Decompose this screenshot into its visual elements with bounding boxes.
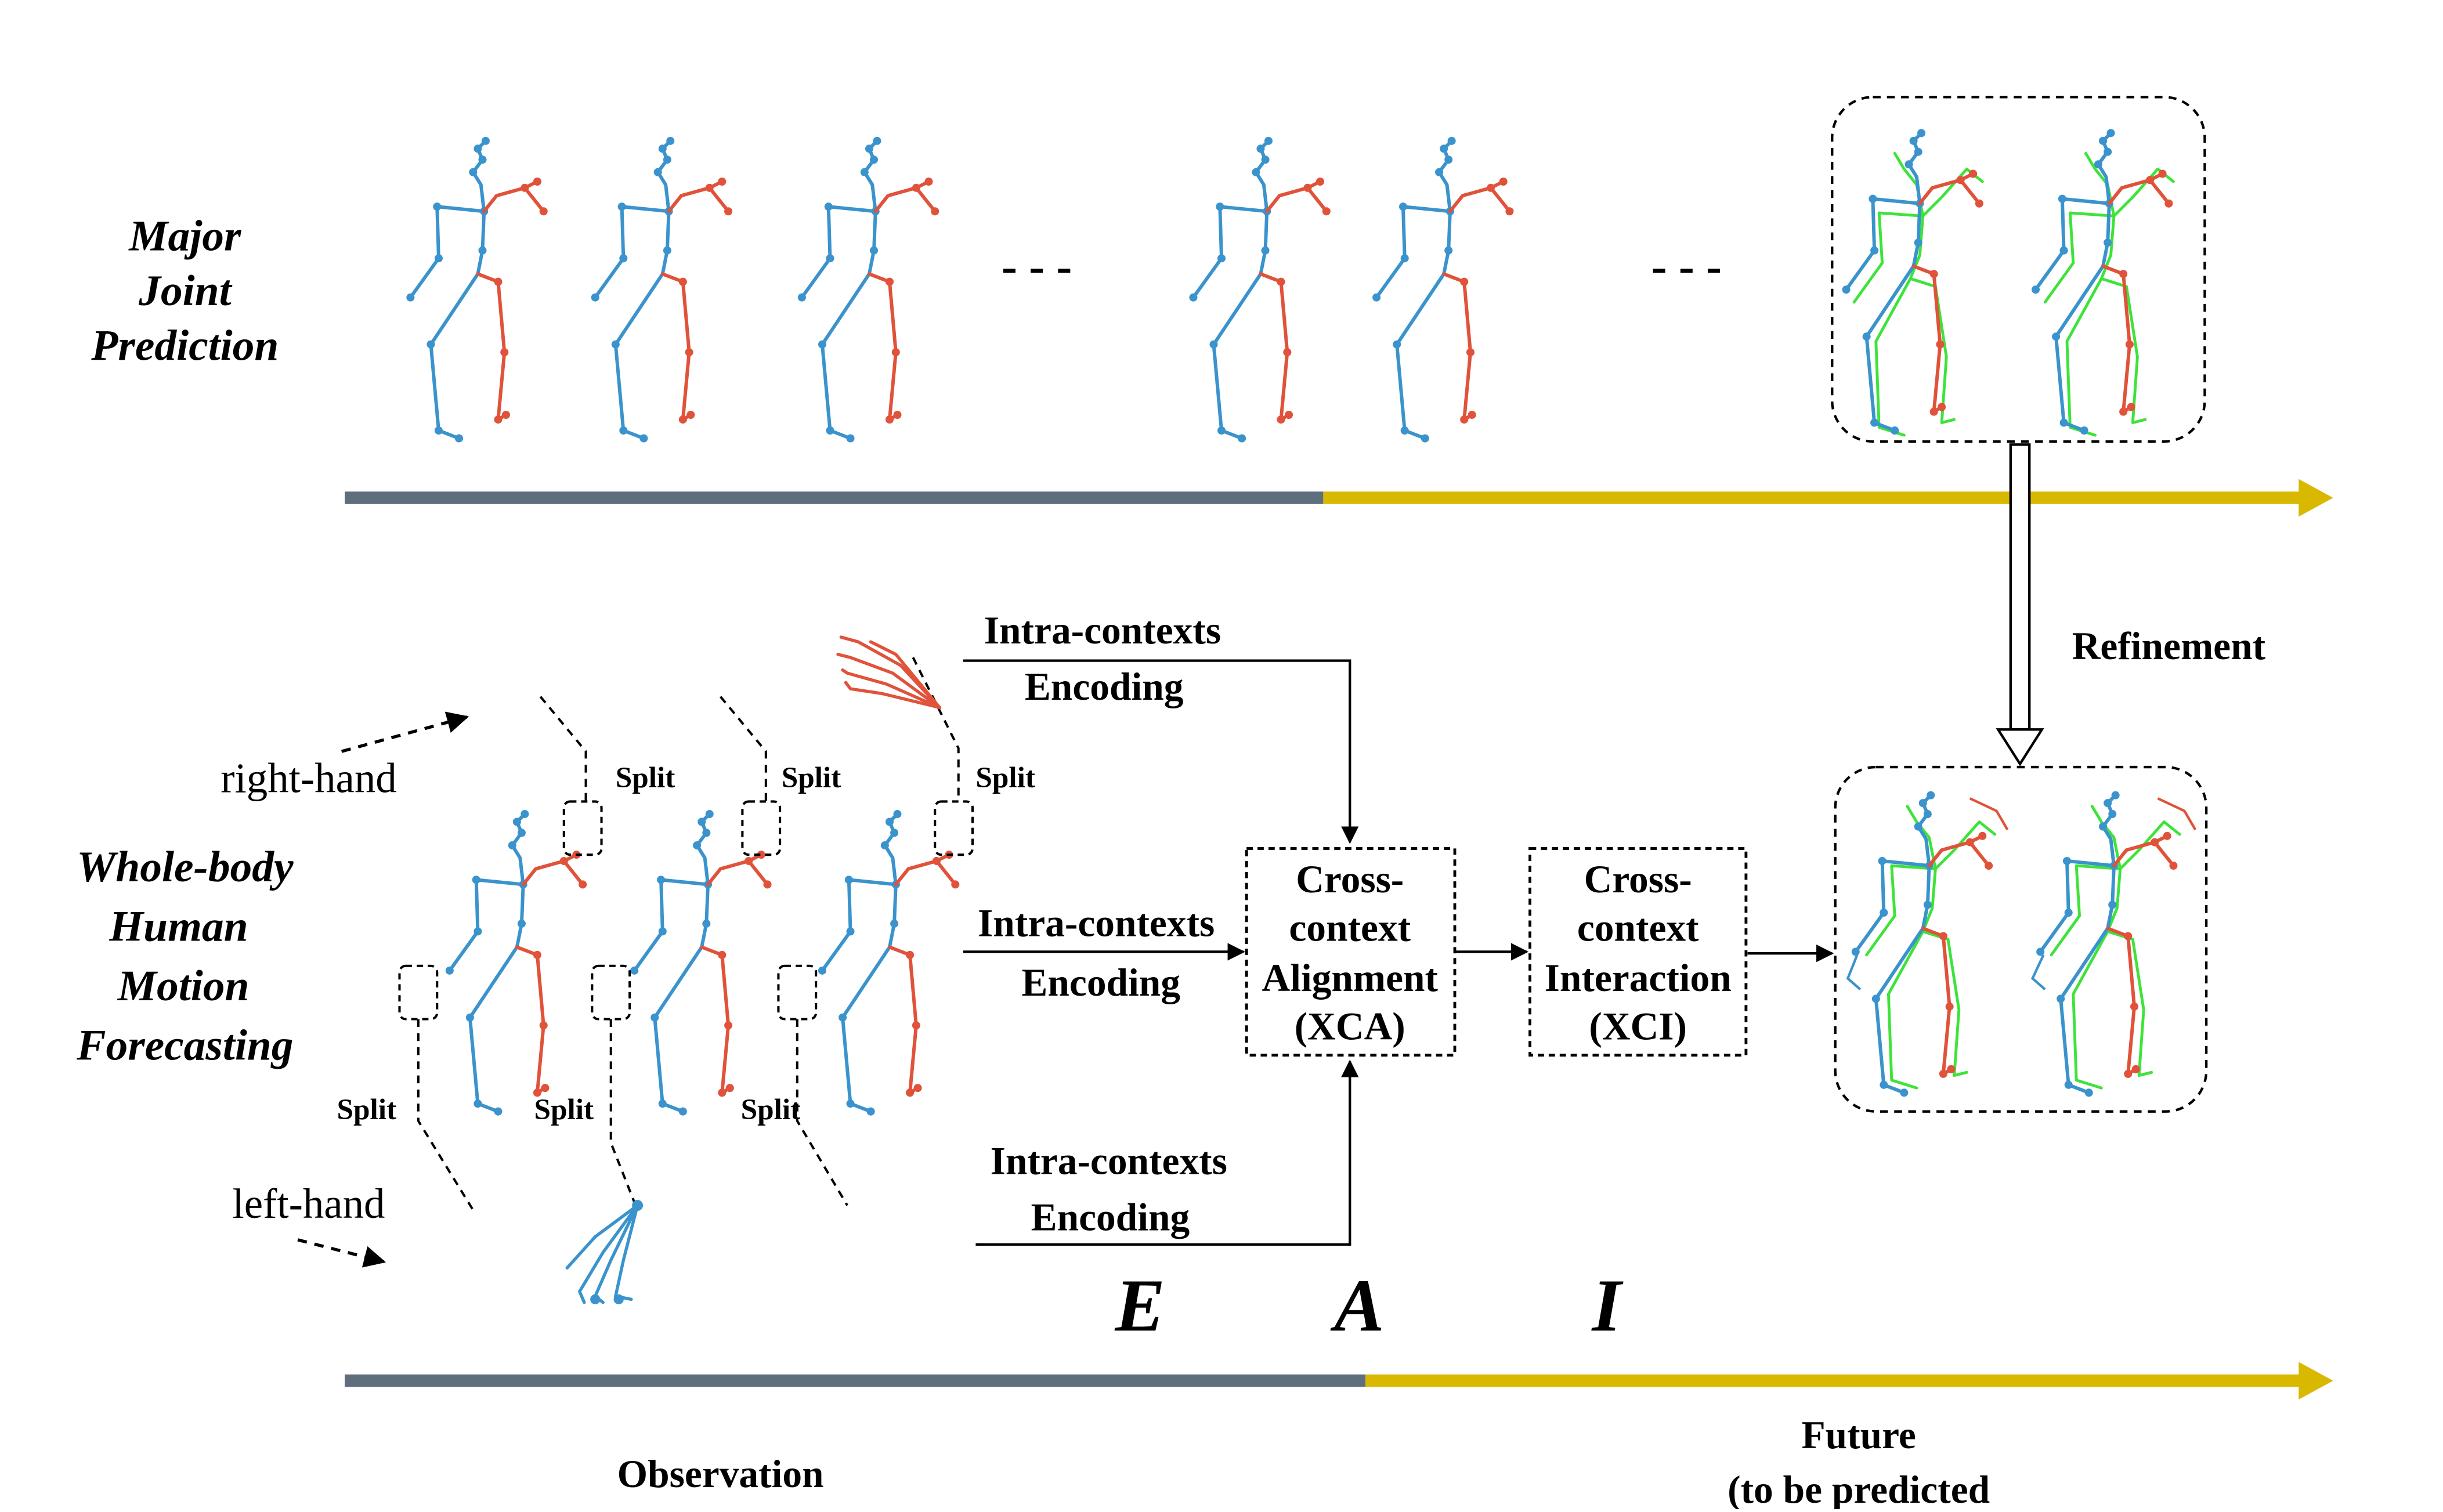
major-joint-label: Major Joint Prediction <box>91 212 279 370</box>
whole-body-label-line-3: Motion <box>117 962 250 1010</box>
split-labels: Split Split Split Split Split Split <box>337 761 1035 1126</box>
left-hand-label: left-hand <box>233 1180 385 1227</box>
right-hand-label: right-hand <box>221 754 396 801</box>
encoding-label-line: Encoding <box>1025 665 1184 708</box>
encoding-label-line: Encoding <box>1031 1196 1190 1239</box>
future-label-line: Future <box>1801 1413 1916 1457</box>
predicted-pose <box>1852 791 1993 1097</box>
left-hand-skeleton <box>565 1200 644 1305</box>
split-label: Split <box>741 1093 801 1126</box>
skeleton-pose <box>591 137 732 443</box>
observed-pose-sequence-top <box>406 137 1513 443</box>
timeline-bottom <box>345 1362 2333 1400</box>
xci-label-line: context <box>1577 906 1699 950</box>
letter-e: E <box>1115 1264 1165 1347</box>
encoding-label-line: Intra-contexts <box>978 901 1215 945</box>
xca-label-line: (XCA) <box>1295 1005 1405 1048</box>
whole-body-label-line-4: Forecasting <box>76 1022 294 1070</box>
encoding-label-line: Intra-contexts <box>984 609 1221 652</box>
whole-body-label-line-2: Human <box>109 903 248 951</box>
xca-label-line: Alignment <box>1262 956 1439 1000</box>
split-label: Split <box>975 761 1035 794</box>
skeleton-pose <box>446 810 587 1116</box>
prediction-box-bottom <box>1834 765 2208 1113</box>
major-joint-label-line-2: Joint <box>138 267 233 315</box>
skeleton-pose <box>1189 137 1330 443</box>
xci-label-line: Cross- <box>1584 858 1692 901</box>
timeline-top <box>345 479 2333 517</box>
split-markers <box>398 657 974 1211</box>
future-label: Future (to be predicted <box>1728 1413 1990 1511</box>
connector-bottom <box>975 1059 1359 1246</box>
predicted-pose <box>2036 791 2177 1097</box>
skeleton-pose <box>1372 137 1513 443</box>
letter-a: A <box>1330 1264 1384 1347</box>
skeleton-pose <box>798 137 939 443</box>
ellipsis-2: - - - <box>1651 240 1722 292</box>
prediction-box-top <box>1831 96 2206 443</box>
letter-i: I <box>1591 1264 1624 1347</box>
whole-body-label: Whole-body Human Motion Forecasting <box>76 843 294 1070</box>
whole-body-label-line-1: Whole-body <box>77 843 294 891</box>
xci-box: Cross- context Interaction (XCI) <box>1528 847 1748 1057</box>
skeleton-pose <box>630 810 771 1116</box>
stage-letters: E A I <box>1115 1264 1624 1347</box>
flow-connectors <box>963 659 1834 1246</box>
right-hand-skeleton <box>836 635 942 710</box>
split-label: Split <box>616 761 675 794</box>
left-hand-pointer <box>297 1238 386 1268</box>
right-hand-pointer <box>341 711 469 753</box>
refinement-label: Refinement <box>2072 624 2266 668</box>
major-joint-label-line-1: Major <box>128 212 241 261</box>
encoding-label-line: Encoding <box>1021 961 1180 1004</box>
xca-label-line: Cross- <box>1296 858 1404 901</box>
xca-label-line: context <box>1289 906 1411 950</box>
skeleton-pose <box>818 810 959 1116</box>
ellipsis-1: - - - <box>1002 240 1072 292</box>
split-label: Split <box>782 761 841 794</box>
encoding-label-line: Intra-contexts <box>991 1140 1227 1183</box>
skeleton-pose <box>406 137 547 443</box>
encoding-label-middle: Intra-contexts Encoding <box>978 901 1215 1004</box>
refinement-arrow <box>1996 443 2044 766</box>
connector-top <box>963 659 1359 844</box>
xca-box: Cross- context Alignment (XCA) <box>1245 847 1457 1057</box>
split-label: Split <box>534 1093 594 1126</box>
observation-label: Observation <box>617 1452 824 1496</box>
encoding-label-bottom: Intra-contexts Encoding <box>991 1140 1227 1239</box>
observed-pose-sequence-bottom <box>446 810 960 1116</box>
split-label: Split <box>337 1093 397 1126</box>
major-joint-label-line-3: Prediction <box>91 322 279 370</box>
xci-label-line: Interaction <box>1545 956 1732 1000</box>
xci-label-line: (XCI) <box>1589 1005 1687 1048</box>
future-label-line: (to be predicted <box>1728 1468 1990 1509</box>
encoding-label-top: Intra-contexts Encoding <box>984 609 1221 708</box>
